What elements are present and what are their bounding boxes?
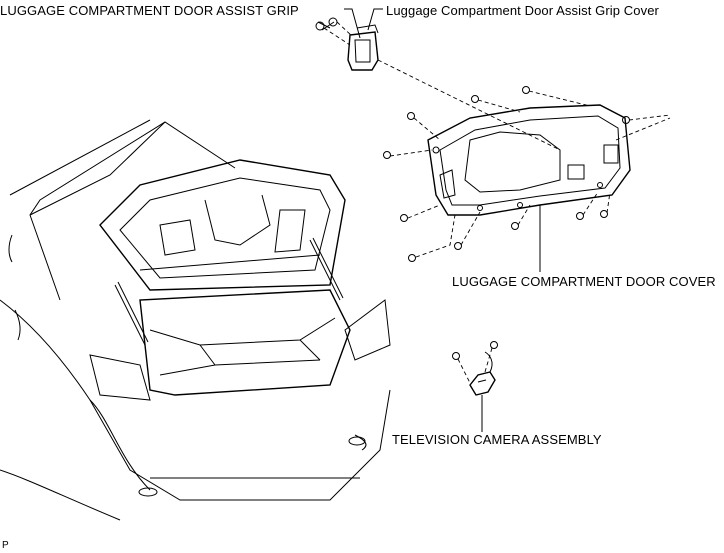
door-cover <box>383 86 671 272</box>
label-assist-grip: LUGGAGE COMPARTMENT DOOR ASSIST GRIP <box>0 3 299 18</box>
camera-assembly <box>452 341 498 432</box>
label-camera: TELEVISION CAMERA ASSEMBLY <box>392 432 602 447</box>
label-door-cover: LUGGAGE COMPARTMENT DOOR COVER <box>452 274 716 289</box>
figure-code: P <box>2 540 9 551</box>
label-assist-grip-cover: Luggage Compartment Door Assist Grip Cov… <box>386 3 659 18</box>
assist-grip <box>315 8 383 71</box>
car-body <box>0 119 391 521</box>
